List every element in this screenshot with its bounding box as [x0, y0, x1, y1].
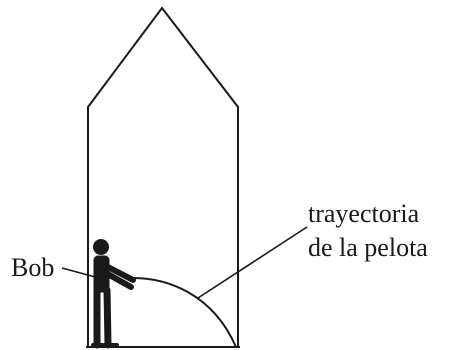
bob-leg-right	[103, 286, 112, 349]
bob-figure	[91, 239, 136, 349]
ball-trajectory	[132, 277, 237, 348]
building-outline	[87, 6, 239, 347]
bob-arm-front	[101, 269, 134, 290]
trajectory-label-line1: trayectoria	[308, 199, 420, 228]
bob-leader-line	[61, 267, 96, 278]
trajectory-leader-line	[197, 226, 308, 299]
bob-label: Bob	[11, 253, 54, 282]
trajectory-label-line2: de la pelota	[308, 233, 428, 262]
bob-head	[93, 239, 109, 255]
bob-arm-back	[101, 262, 136, 283]
